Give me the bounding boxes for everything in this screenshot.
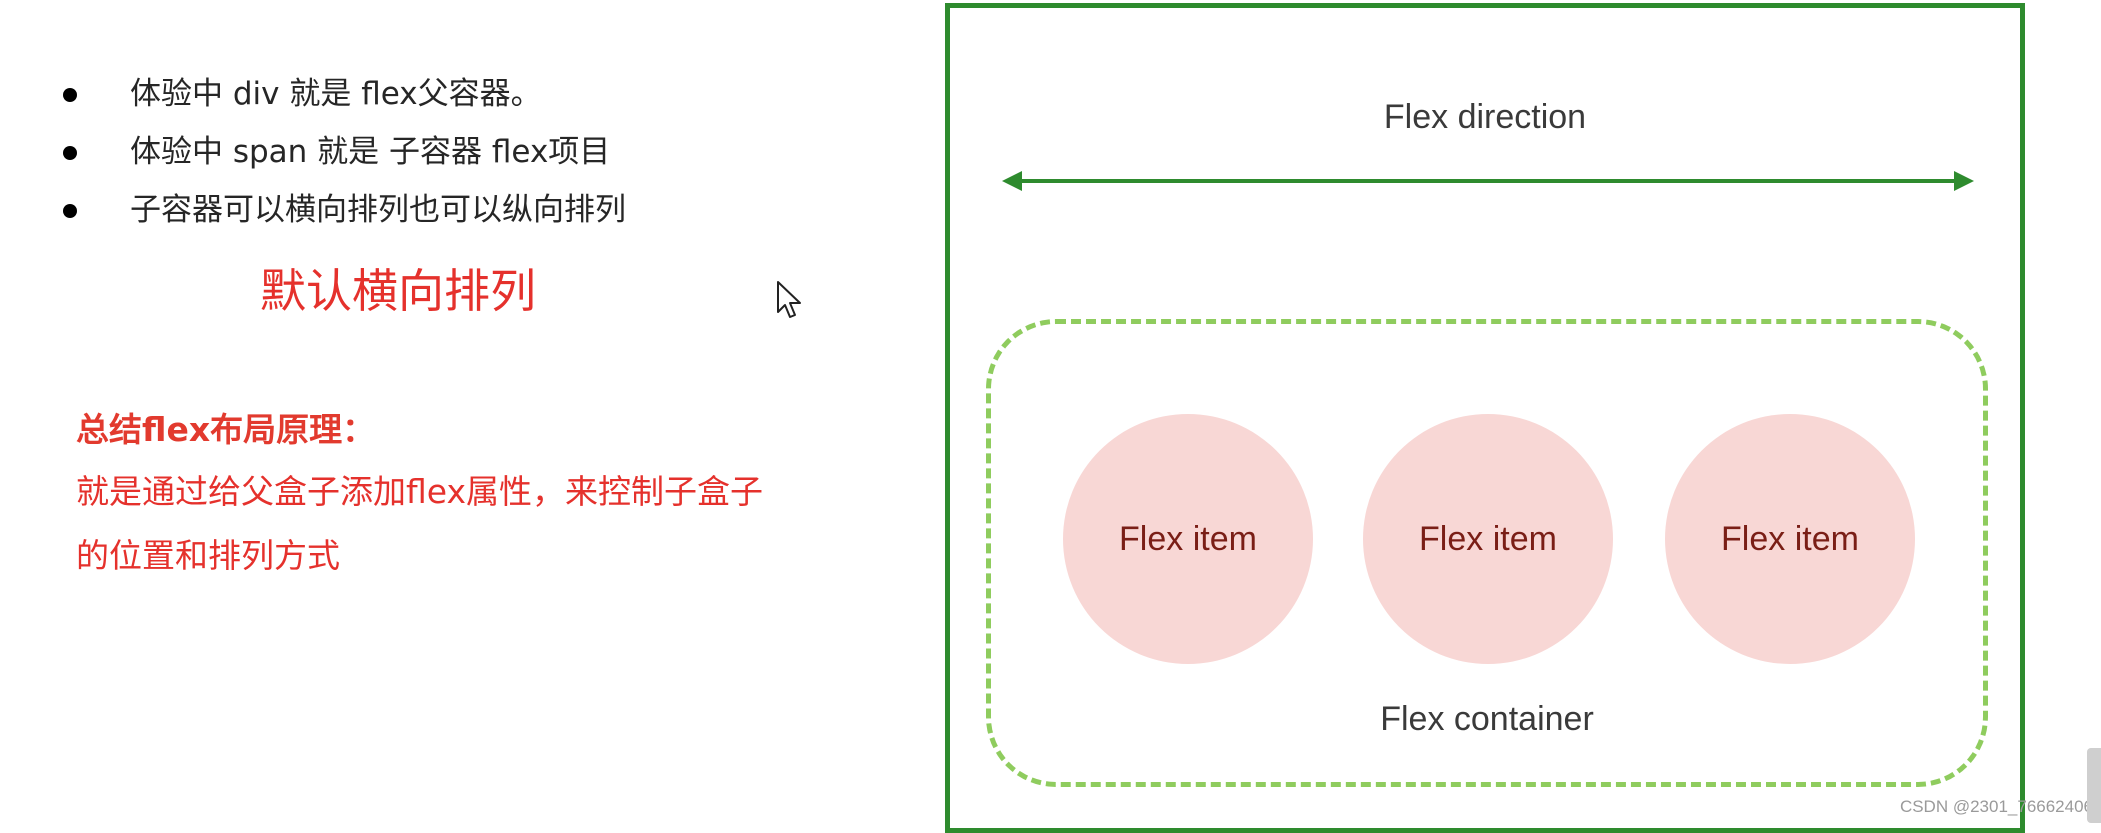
bullet-text: 体验中 div 就是 flex父容器。	[130, 76, 542, 112]
bullet-text: 子容器可以横向排列也可以纵向排列	[130, 192, 626, 228]
double-arrow-icon	[1002, 171, 1974, 191]
bullet-item: 子容器可以横向排列也可以纵向排列	[60, 181, 626, 239]
flex-container-label: Flex container	[1380, 700, 1594, 738]
default-direction-note: 默认横向排列	[260, 264, 536, 318]
watermark: CSDN @2301_76662406	[1899, 797, 2093, 816]
flex-item-circle: Flex item	[1665, 414, 1915, 664]
flex-direction-label: Flex direction	[1383, 98, 1587, 136]
flex-item-circle: Flex item	[1363, 414, 1613, 664]
bullet-dot-icon	[63, 146, 77, 160]
flex-container-box: Flex item Flex item Flex item Flex conta…	[986, 319, 1988, 787]
bullet-item: 体验中 div 就是 flex父容器。	[60, 65, 626, 123]
summary-heading: 总结flex布局原理：	[76, 410, 376, 449]
flex-item-label: Flex item	[1721, 519, 1859, 558]
bullet-list: 体验中 div 就是 flex父容器。 体验中 span 就是 子容器 flex…	[60, 65, 626, 239]
flex-item-label: Flex item	[1419, 519, 1557, 558]
flex-diagram: Flex direction Flex item Flex item Flex …	[945, 3, 2025, 833]
flex-item-circle: Flex item	[1063, 414, 1313, 664]
flex-item-label: Flex item	[1119, 519, 1257, 558]
bullet-text: 体验中 span 就是 子容器 flex项目	[130, 134, 611, 170]
scrollbar-edge[interactable]	[2087, 748, 2101, 823]
bullet-dot-icon	[63, 88, 77, 102]
mouse-pointer-icon	[777, 281, 801, 318]
summary-body: 就是通过给父盒子添加flex属性，来控制子盒子的位置和排列方式	[76, 472, 764, 575]
bullet-dot-icon	[63, 204, 77, 218]
bullet-item: 体验中 span 就是 子容器 flex项目	[60, 123, 626, 181]
